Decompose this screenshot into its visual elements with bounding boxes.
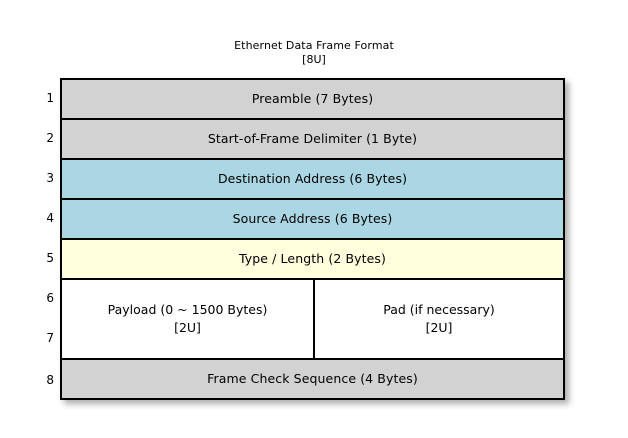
frame-field-start-of-frame-delimiter: Start-of-Frame Delimiter (1 Byte) (62, 120, 563, 160)
ethernet-frame-table: Preamble (7 Bytes) Start-of-Frame Delimi… (60, 78, 565, 400)
row-number-gutter: 1 2 3 4 5 6 7 8 (16, 78, 54, 400)
frame-field-note: [2U] (174, 320, 201, 335)
frame-field-payload-pad-row: Payload (0 ~ 1500 Bytes) [2U] Pad (if ne… (62, 280, 563, 360)
frame-field-label: Source Address (6 Bytes) (232, 210, 393, 226)
frame-field-label: Payload (0 ~ 1500 Bytes) (107, 301, 268, 317)
row-number-7: 7 (46, 331, 54, 345)
row-number-3: 3 (46, 171, 54, 185)
frame-field-label: Preamble (7 Bytes) (251, 90, 374, 106)
page-subtitle: [8U] (302, 52, 326, 66)
frame-field-label: Start-of-Frame Delimiter (1 Byte) (207, 130, 418, 146)
frame-field-type-length: Type / Length (2 Bytes) (62, 240, 563, 280)
row-number-4: 4 (46, 211, 54, 225)
frame-field-payload: Payload (0 ~ 1500 Bytes) [2U] (62, 280, 315, 358)
frame-field-note: [2U] (425, 320, 453, 335)
frame-field-label: Frame Check Sequence (4 Bytes) (207, 370, 418, 386)
frame-field-frame-check-sequence: Frame Check Sequence (4 Bytes) (62, 360, 563, 398)
frame-field-label: Destination Address (6 Bytes) (217, 170, 408, 186)
frame-field-label: Type / Length (2 Bytes) (238, 250, 386, 266)
diagram-title-block: Ethernet Data Frame Format [8U] (0, 40, 628, 65)
frame-field-preamble: Preamble (7 Bytes) (62, 80, 563, 120)
frame-field-label: Pad (if necessary) (383, 301, 495, 317)
page-title: Ethernet Data Frame Format (234, 39, 394, 52)
row-number-8: 8 (46, 373, 54, 387)
frame-field-destination-address: Destination Address (6 Bytes) (62, 160, 563, 200)
row-number-1: 1 (46, 91, 54, 105)
row-number-6: 6 (46, 291, 54, 305)
row-number-2: 2 (46, 131, 54, 145)
frame-field-source-address: Source Address (6 Bytes) (62, 200, 563, 240)
row-number-5: 5 (46, 251, 54, 265)
frame-field-pad: Pad (if necessary) [2U] (315, 280, 563, 358)
